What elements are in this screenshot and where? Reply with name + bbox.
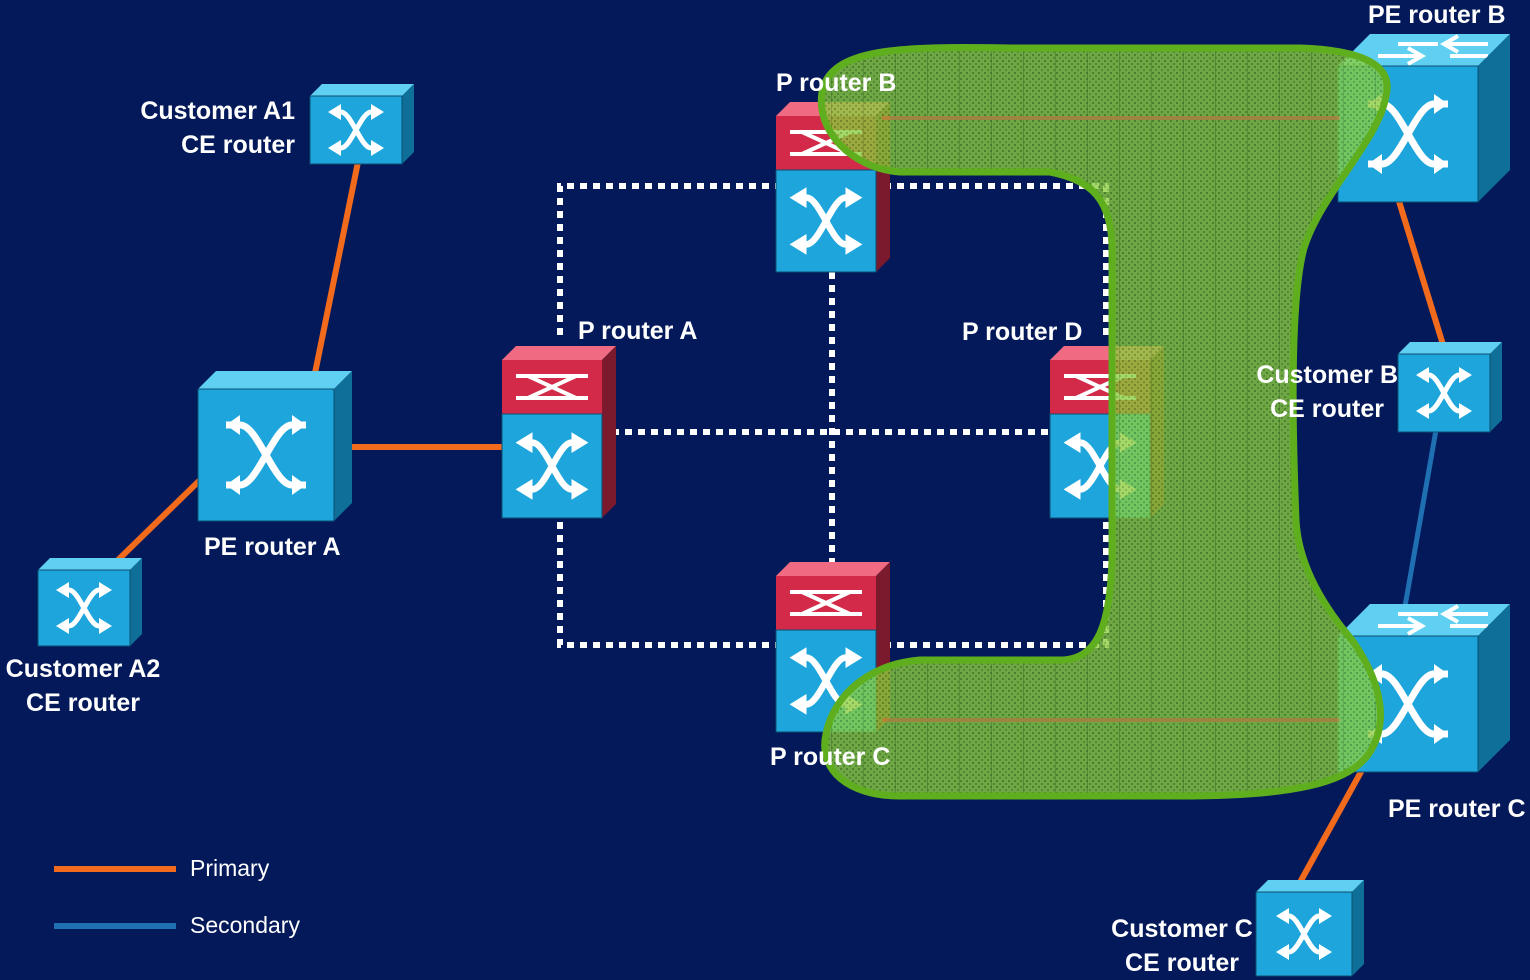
legend-secondary-label: Secondary: [190, 912, 300, 938]
p-router-a-icon[interactable]: [501, 346, 616, 519]
label-customer-a2-role: CE router: [26, 689, 140, 717]
link-ce-a1-pe-a: [311, 161, 361, 379]
link-ce-b-pe-c: [1401, 429, 1439, 613]
p-router-c-icon[interactable]: [775, 562, 890, 733]
pe-router-a-icon[interactable]: [197, 371, 352, 522]
label-customer-c: Customer C CE router: [1104, 912, 1260, 980]
label-p-router-d: P router D: [962, 318, 1083, 346]
primary-links: [115, 161, 1447, 888]
pe-router-b-icon[interactable]: [1337, 34, 1510, 203]
ce-router-b-icon[interactable]: [1397, 342, 1502, 433]
legend-primary-label: Primary: [190, 855, 270, 881]
ce-router-c-icon[interactable]: [1255, 880, 1364, 977]
label-customer-a2-name: Customer A2: [5, 655, 161, 683]
label-p-router-c: P router C: [770, 743, 891, 771]
label-customer-b-role: CE router: [1270, 395, 1384, 423]
core-link-c-d: [884, 522, 1109, 648]
highlight-region: [821, 47, 1388, 796]
link-ce-a2-pe-a: [115, 477, 203, 563]
ce-router-a2-icon[interactable]: [37, 558, 142, 647]
highlight-outline: [817, 44, 1391, 800]
ce-router-a1-icon[interactable]: [309, 84, 414, 165]
label-customer-c-role: CE router: [1125, 949, 1239, 977]
label-customer-a1-name: Customer A1: [140, 97, 295, 125]
label-customer-a1: Customer A1 CE router: [100, 94, 295, 162]
link-pe-c-ce-c: [1295, 768, 1365, 888]
label-pe-router-a: PE router A: [204, 533, 341, 561]
link-pe-b-ce-b: [1395, 197, 1447, 349]
secondary-links: [1401, 429, 1439, 613]
label-p-router-a: P router A: [578, 317, 698, 345]
label-p-router-b: P router B: [776, 69, 897, 97]
label-customer-b-name: Customer B: [1256, 361, 1398, 389]
label-customer-c-name: Customer C: [1111, 915, 1253, 943]
label-pe-router-c: PE router C: [1388, 795, 1526, 823]
label-customer-a2: Customer A2 CE router: [0, 652, 166, 720]
label-customer-a1-role: CE router: [181, 131, 295, 159]
core-link-a-c: [557, 522, 780, 648]
label-pe-router-b: PE router B: [1368, 1, 1506, 29]
label-customer-b: Customer B CE router: [1230, 358, 1398, 426]
